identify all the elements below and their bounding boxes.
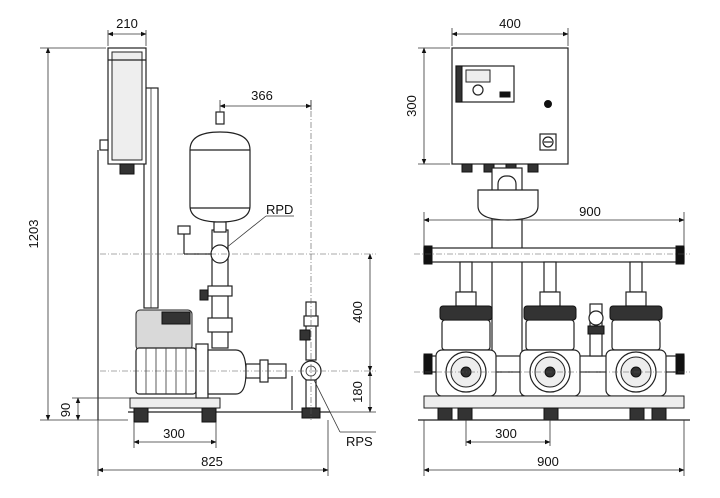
label-rps-sensor: RPS [346, 434, 373, 449]
front-dimensions: 400 300 900 300 900 [404, 16, 685, 476]
dim-front-frame-width: 900 [537, 454, 559, 469]
pump-unit-1 [435, 261, 497, 397]
control-cabinet-front [451, 47, 569, 173]
label-rpd-sensor: RPD [266, 202, 293, 217]
dim-front-cabinet-height: 300 [404, 95, 419, 117]
dim-side-tank-offset: 366 [251, 88, 273, 103]
expansion-tank-side [189, 111, 251, 233]
front-view [414, 47, 690, 421]
base-frame-front [418, 395, 690, 421]
dim-side-total-depth: 825 [201, 454, 223, 469]
side-dimensions: 210 366 1203 400 180 90 300 825 [26, 16, 376, 476]
dim-side-cabinet-width: 210 [116, 16, 138, 31]
dim-front-pump-spacing: 300 [495, 426, 517, 441]
pump-unit-2 [519, 261, 581, 397]
dim-front-cabinet-width: 400 [499, 16, 521, 31]
control-cabinet-side [99, 47, 147, 175]
suction-gauge-front [587, 303, 605, 357]
dim-side-foot-spacing: 300 [163, 426, 185, 441]
dim-side-total-height: 1203 [26, 220, 41, 249]
dim-side-inlet-height: 180 [350, 381, 365, 403]
dim-side-base-height: 90 [58, 403, 73, 417]
pump-unit-3 [605, 261, 667, 397]
suction-inlet [245, 301, 322, 419]
dim-side-outlet-height: 400 [350, 301, 365, 323]
side-view [97, 47, 376, 423]
dim-front-manifold-width: 900 [579, 204, 601, 219]
